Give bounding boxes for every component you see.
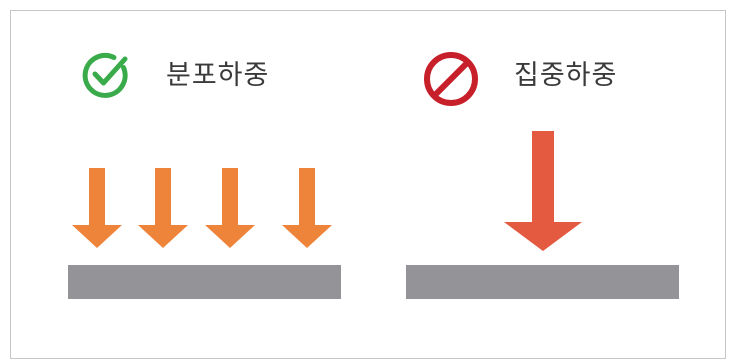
distributed-load-arrow [138, 168, 188, 252]
concentrated-load-beam [406, 265, 679, 299]
distributed-load-beam [68, 265, 341, 299]
distributed-load-arrow [282, 168, 332, 252]
concentrated-load-label: 집중하중 [514, 60, 618, 91]
diagram-frame [10, 10, 726, 359]
distributed-load-label: 분포하중 [166, 60, 270, 91]
check-circle-icon [80, 50, 130, 104]
distributed-load-arrow [72, 168, 122, 252]
concentrated-load-arrow [504, 131, 582, 255]
distributed-load-arrow [205, 168, 255, 252]
prohibited-icon [422, 50, 480, 112]
